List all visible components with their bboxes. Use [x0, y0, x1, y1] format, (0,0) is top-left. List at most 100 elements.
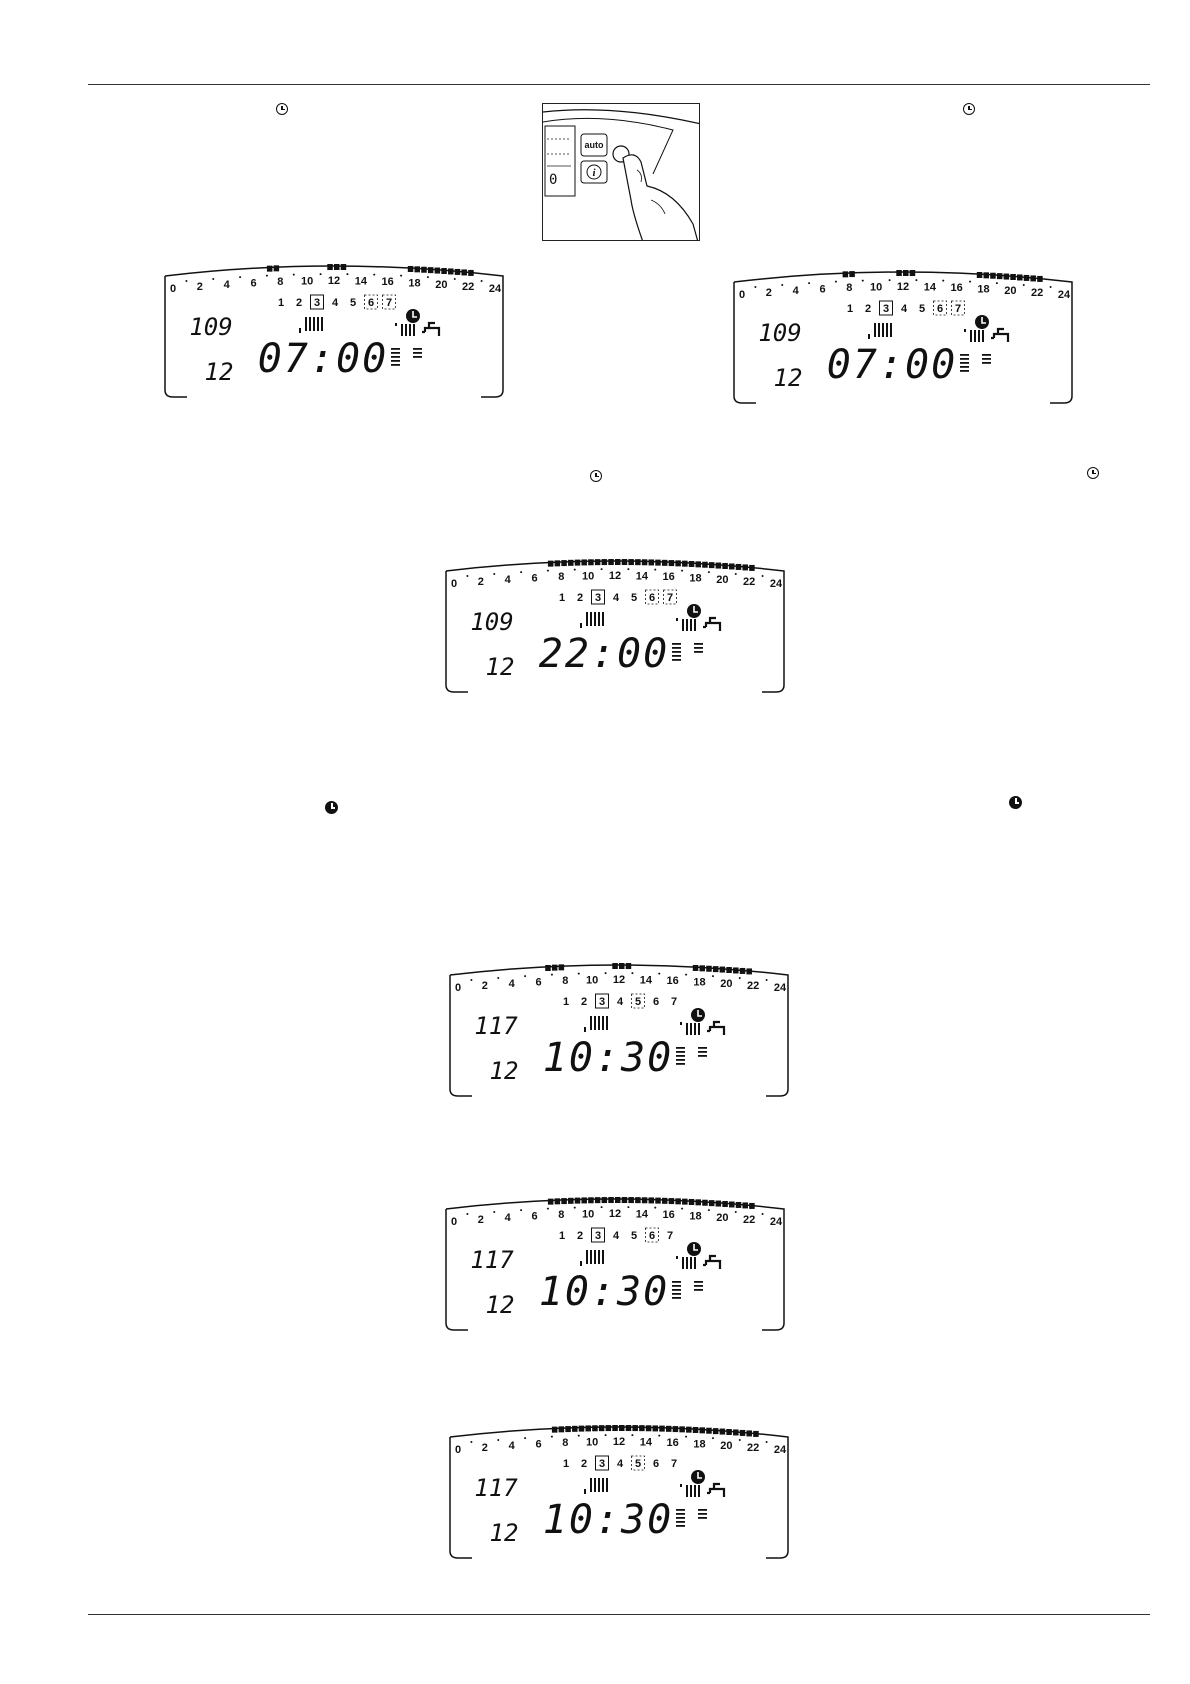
program-bar-segment [996, 273, 1003, 280]
program-bar-segment [672, 1426, 679, 1433]
program-bar-segment [668, 560, 675, 567]
program-bar-segment [585, 1425, 591, 1432]
program-bar-segment [619, 1425, 625, 1431]
program-bar-segment [340, 264, 347, 271]
hour-label: 4 [509, 1440, 516, 1452]
lcd-value-bottom: 12 [490, 1519, 519, 1547]
program-bar-segment [592, 1425, 598, 1432]
hour-label: 20 [1004, 285, 1016, 297]
program-bar-segment [682, 1198, 688, 1205]
program-bar-segment [655, 1197, 661, 1204]
program-bar-segment [1023, 274, 1030, 281]
program-bar-segment [572, 1425, 578, 1432]
clock-outline-icon [276, 103, 288, 115]
program-bar-segment [746, 968, 752, 975]
hour-tick [319, 273, 322, 276]
program-bar-segment [909, 270, 916, 277]
program-bar-segment [619, 963, 625, 969]
program-bar-segment [632, 1425, 638, 1432]
weekday-label: 6 [368, 297, 374, 309]
program-bar-segment [688, 1198, 695, 1205]
program-bar-segment [1017, 274, 1023, 281]
program-bar-segment [568, 1197, 574, 1204]
weekday-label: 1 [563, 996, 569, 1008]
program-bar-segment [568, 559, 574, 566]
program-bar-segment [749, 564, 755, 571]
radiator-icon [580, 1250, 604, 1266]
program-bar-segment [722, 1201, 728, 1207]
weekday-label: 5 [631, 592, 637, 604]
hour-tick [577, 972, 580, 975]
tap-icon [703, 616, 722, 631]
hour-tick [524, 1437, 527, 1440]
hour-label: 14 [640, 974, 653, 986]
hour-tick [212, 277, 215, 280]
clock-filled-icon [687, 1242, 701, 1256]
hour-label: 0 [170, 283, 176, 295]
lcd-value-top: 117 [474, 1474, 518, 1502]
hour-tick [627, 568, 630, 571]
radiator-icon [299, 317, 323, 333]
program-bar-segment [739, 967, 746, 974]
program-bar-segment [719, 966, 726, 973]
hour-label: 20 [720, 1440, 732, 1452]
program-bar-segment [561, 560, 567, 567]
hour-tick [969, 280, 972, 283]
program-bar-segment [688, 560, 695, 567]
program-bar-segment [558, 1426, 565, 1433]
auto-button-label: auto [585, 140, 605, 150]
signal-bars-icon [960, 354, 969, 372]
hour-label: 16 [951, 282, 963, 294]
program-bar-segment [749, 1202, 755, 1209]
hour-tick [546, 569, 549, 572]
weekday-label: 5 [350, 297, 356, 309]
button-press-illustration: 0 auto i [542, 103, 700, 241]
program-bar-segment [733, 967, 739, 974]
program-bar-segment [686, 1426, 692, 1433]
program-bar-segment [461, 269, 467, 276]
program-bar-segment [574, 559, 581, 566]
hour-tick [781, 283, 784, 286]
program-bar-segment [327, 264, 333, 271]
program-bar-segment [702, 561, 708, 568]
program-bar-segment [712, 1428, 719, 1435]
hour-tick [577, 1434, 580, 1437]
hour-label: 22 [747, 1442, 759, 1454]
hour-tick [185, 279, 188, 282]
hour-label: 2 [478, 576, 484, 588]
hour-label: 4 [505, 574, 512, 586]
program-bar-segment [635, 1197, 641, 1204]
program-bar-segment [753, 1430, 759, 1437]
weekday-label: 7 [667, 1230, 673, 1242]
program-bar-segment [434, 267, 441, 274]
lcd-value-bottom: 12 [490, 1057, 519, 1085]
program-bar-segment [598, 1425, 605, 1432]
hour-tick [470, 1440, 473, 1443]
hour-tick [1022, 283, 1025, 286]
signal-bars-icon [982, 354, 991, 364]
program-bar-segment [551, 1426, 558, 1433]
program-bar-segment [612, 1425, 618, 1432]
weekday-dashed-box [645, 1227, 659, 1243]
hour-tick [711, 1437, 714, 1440]
hour-tick [754, 285, 757, 288]
weekday-selected-box [591, 1227, 605, 1243]
weekday-dashed-box [631, 1455, 645, 1471]
weekday-dashed-box [645, 589, 659, 605]
hour-tick [524, 975, 527, 978]
lcd-frame [164, 265, 504, 398]
hour-label: 18 [693, 1438, 705, 1450]
program-bar-segment [441, 268, 447, 274]
weekday-label: 3 [599, 1458, 605, 1470]
hour-label: 16 [382, 276, 394, 288]
tap-icon [707, 1020, 726, 1035]
program-bar-segment [706, 965, 712, 972]
hour-tick [711, 975, 714, 978]
program-bar-segment [427, 267, 434, 274]
svg-text:0: 0 [549, 172, 557, 188]
hour-label: 24 [1058, 289, 1071, 301]
hour-tick [707, 571, 710, 574]
hour-label: 12 [609, 1208, 621, 1220]
radiator-icon [676, 618, 696, 631]
lcd-frame-left [164, 276, 187, 398]
